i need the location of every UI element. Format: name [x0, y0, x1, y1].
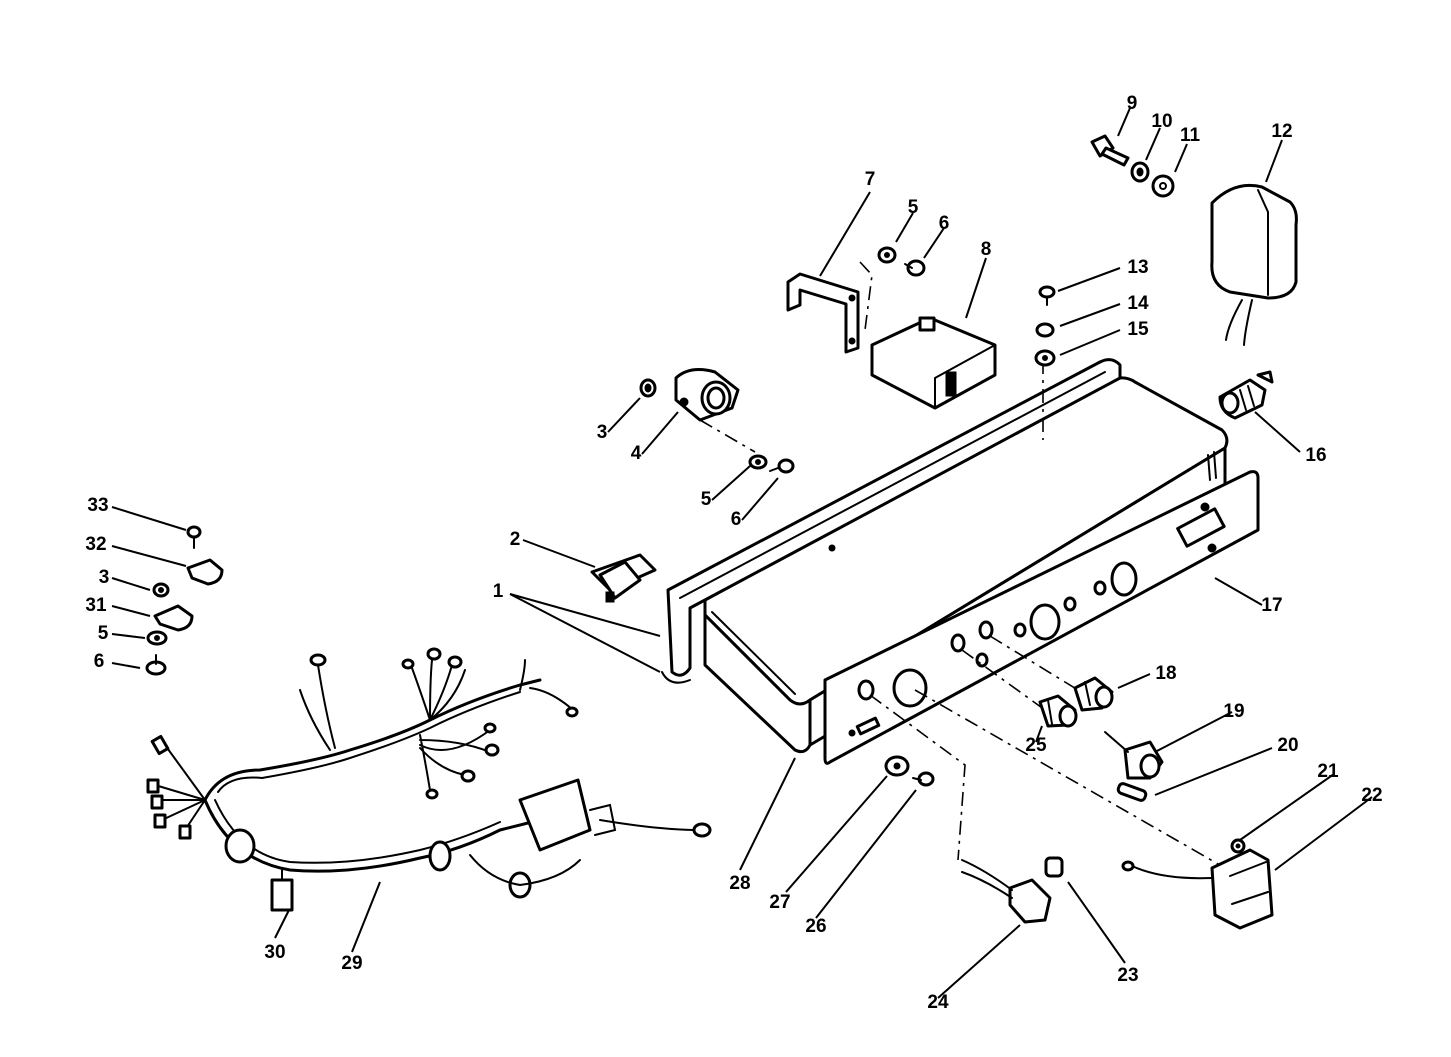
grommet-plug	[1218, 370, 1274, 420]
callout-label: 13	[1127, 257, 1148, 278]
bolt-washers	[1090, 134, 1175, 198]
toggle-19	[1104, 731, 1164, 780]
callout-label: 9	[1127, 93, 1138, 114]
bracket	[786, 272, 860, 354]
module	[870, 316, 997, 410]
jack-18	[1073, 676, 1114, 712]
toggle-switch	[590, 553, 657, 603]
relay	[674, 368, 740, 422]
callout-label: 10	[1151, 111, 1172, 132]
callout-label: 31	[85, 595, 107, 616]
fuse-23	[1044, 856, 1064, 878]
callout-label: 20	[1277, 735, 1298, 756]
callout-label: 1	[493, 581, 504, 602]
callout-label: 11	[1180, 125, 1201, 146]
callout-label: 3	[99, 567, 110, 588]
washer-screw-panel	[884, 755, 935, 787]
callout-label: 3	[597, 422, 608, 443]
callout-label: 21	[1317, 761, 1339, 782]
callout-label: 28	[729, 873, 750, 894]
gasket	[661, 358, 1122, 684]
nut-21	[1230, 838, 1246, 854]
callout-label: 5	[98, 623, 109, 644]
callout-label: 25	[1025, 735, 1047, 756]
callout-label: 16	[1305, 445, 1326, 466]
callout-label: 19	[1223, 701, 1244, 722]
callout-label: 24	[927, 992, 949, 1013]
transformer	[1210, 183, 1298, 346]
callout-label: 6	[731, 509, 742, 530]
callout-label: 7	[865, 169, 876, 190]
callout-label: 23	[1117, 965, 1138, 986]
callout-label: 22	[1361, 785, 1382, 806]
callout-label: 14	[1127, 293, 1149, 314]
left-hardware-stack	[145, 525, 224, 676]
fuse-20	[1116, 782, 1148, 802]
callout-label: 12	[1271, 121, 1292, 142]
lamp-22	[1121, 848, 1274, 930]
callout-label: 6	[939, 213, 950, 234]
callout-label: 18	[1155, 663, 1176, 684]
callout-label: 27	[769, 892, 790, 913]
fuse-holder-24	[961, 859, 1052, 924]
nut	[639, 378, 657, 398]
callout-label: 4	[631, 443, 642, 464]
callout-label: 30	[264, 942, 285, 963]
callout-label: 17	[1261, 595, 1282, 616]
callout-label: 32	[85, 534, 106, 555]
leader-lines	[111, 107, 1373, 999]
callout-label: 15	[1127, 319, 1149, 340]
jack-25	[1038, 694, 1078, 728]
callout-label: 5	[701, 489, 712, 510]
relay-washer-screw	[748, 454, 795, 474]
callout-label: 6	[94, 651, 105, 672]
screw-stack	[1034, 285, 1056, 367]
bracket-washer-screw	[877, 246, 926, 277]
alignment-lines	[699, 261, 1226, 869]
callout-label: 5	[908, 197, 919, 218]
callout-label: 2	[510, 529, 521, 550]
callout-label: 26	[805, 916, 826, 937]
wire-harness	[146, 647, 712, 899]
cable-tag	[270, 869, 294, 912]
callout-label: 29	[341, 953, 362, 974]
callout-label: 33	[87, 495, 108, 516]
callout-label: 8	[981, 239, 992, 260]
front-panel	[823, 470, 1260, 765]
